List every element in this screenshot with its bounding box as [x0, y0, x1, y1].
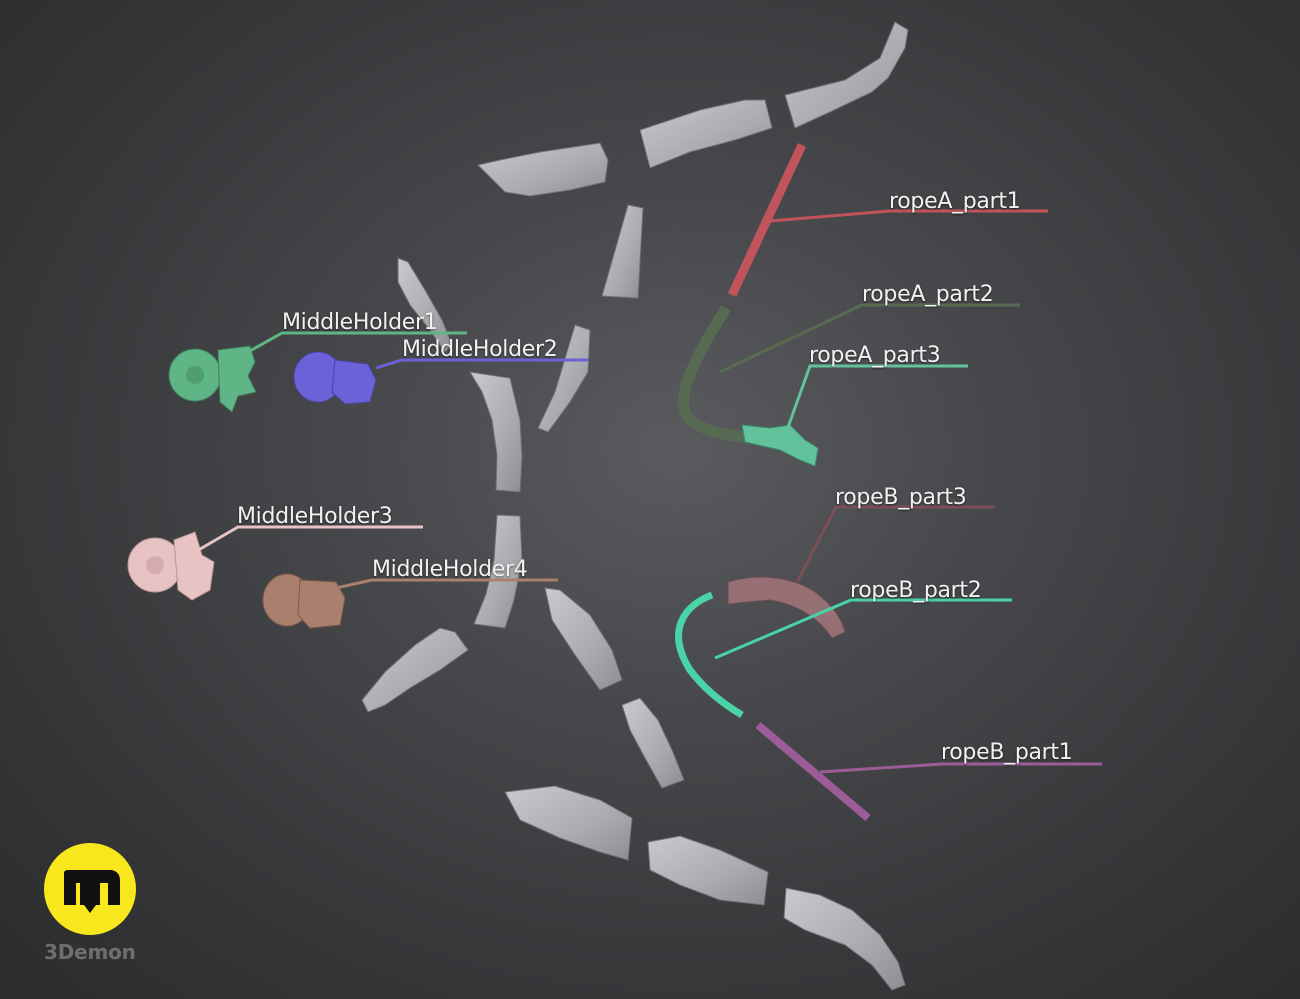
rope-a-part1-shape: [727, 143, 807, 297]
3demon-logo-icon: [44, 843, 136, 935]
leader-rope-a-part2: [719, 303, 1020, 374]
upper-limb-tip: [784, 21, 909, 129]
label-rope-a-part3: ropeA_part3: [809, 343, 941, 368]
brand-text: 3Demon: [44, 940, 136, 964]
label-middle-holder-3: MiddleHolder3: [237, 504, 393, 529]
rope-b-part3-shape: [727, 576, 846, 639]
rope-b-part1-shape: [755, 721, 871, 822]
leader-rope-b-part2: [714, 598, 1012, 660]
middle-holder-3-part: [127, 531, 215, 601]
label-middle-holder-4: MiddleHolder4: [372, 557, 528, 582]
leader-rope-a-part3: [785, 364, 968, 431]
leader-rope-b-part1: [819, 762, 1102, 774]
left-arm-upper: [397, 257, 453, 353]
label-rope-a-part1: ropeA_part1: [889, 189, 1021, 214]
rope-b-part2-shape: [675, 591, 744, 719]
lower-limb-segment-1: [544, 587, 623, 691]
upper-limb-segment-2: [477, 142, 609, 197]
label-middle-holder-1: MiddleHolder1: [282, 310, 438, 335]
left-arm-lower: [361, 627, 469, 713]
rope-a-part3-shape: [741, 424, 819, 467]
leader-middle-holder-1: [247, 331, 467, 354]
lower-limb-tip: [783, 887, 906, 991]
label-rope-b-part2: ropeB_part2: [850, 578, 982, 603]
leader-rope-b-part3: [795, 505, 995, 583]
upper-curved-plate: [537, 324, 591, 433]
lower-limb-segment-3: [647, 835, 769, 906]
middle-holder-4-part: [262, 573, 346, 629]
label-rope-b-part1: ropeB_part1: [941, 740, 1073, 765]
label-rope-a-part2: ropeA_part2: [862, 282, 994, 307]
riser-lower: [473, 514, 523, 629]
leader-middle-holder-3: [194, 525, 423, 554]
leader-middle-holder-4: [335, 578, 558, 590]
gray-parts: [361, 21, 909, 991]
label-middle-holder-2: MiddleHolder2: [402, 337, 558, 362]
upper-limb-segment-1: [639, 99, 773, 169]
leader-lines: [194, 209, 1102, 774]
lower-connector: [621, 697, 685, 789]
middle-holder-2-part: [293, 351, 377, 405]
lower-limb-segment-2: [504, 785, 633, 861]
riser-upper: [469, 371, 523, 493]
middle-holder-1-part: [168, 345, 257, 413]
label-rope-b-part3: ropeB_part3: [835, 485, 967, 510]
leader-rope-a-part1: [769, 209, 1048, 223]
upper-connector: [601, 204, 644, 299]
rope-a-part2-shape: [678, 305, 753, 444]
leader-middle-holder-2: [375, 358, 588, 370]
